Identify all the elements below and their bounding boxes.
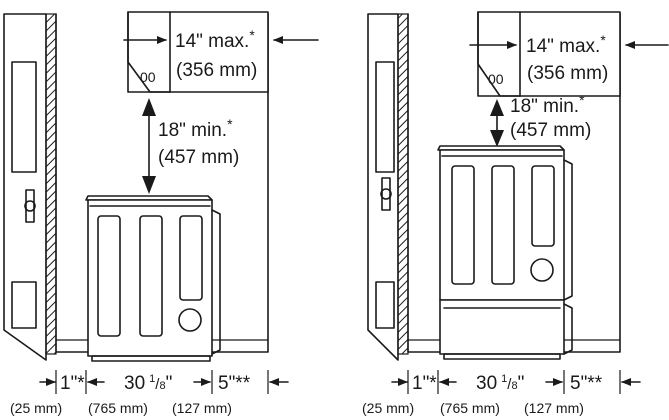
- right-overhead-clearance-mm: (457 mm): [510, 120, 591, 141]
- right-dryer: [437, 145, 573, 301]
- right-top-clearance: 14" max.*: [526, 32, 606, 57]
- right-panel-slot-lower: [375, 281, 395, 329]
- left-door-knob-icon: [24, 189, 36, 223]
- left-rear-gap: 5"**: [218, 373, 251, 394]
- left-top-clearance-mm: (356 mm): [176, 60, 257, 81]
- left-panel-slot-upper: [11, 61, 37, 173]
- left-width-mm: (765 mm): [88, 400, 148, 416]
- left-panel-slot-lower: [11, 281, 37, 329]
- left-overhead-arrow-down: [142, 176, 156, 194]
- left-dryer: [85, 195, 221, 362]
- right-side-gap: 1"*: [412, 373, 437, 394]
- left-side-gap: 1"*: [60, 373, 85, 394]
- right-top-clearance-mm: (356 mm): [527, 63, 608, 84]
- left-overhead-clearance: 18" min.*: [158, 116, 233, 141]
- right-overhead-clearance: 18" min.*: [510, 92, 585, 117]
- right-side-gap-mm: (25 mm): [362, 400, 414, 416]
- left-wall-hatch: [45, 13, 57, 355]
- right-diagram: 00 14" max.* (356 mm) 18" min.* (457 mm): [367, 11, 669, 361]
- right-rear-gap: 5"**: [570, 373, 603, 394]
- left-top-clearance: 14" max.*: [175, 27, 255, 52]
- right-cabinet-mark: 00: [488, 71, 504, 87]
- left-dryer-knob-icon: [178, 308, 202, 332]
- left-overhead-arrow-up: [142, 98, 156, 116]
- right-overhead-arrow-up: [490, 99, 504, 116]
- left-side-panel: [3, 13, 47, 361]
- right-door-knob-icon: [380, 177, 392, 211]
- right-rear-gap-mm: (127 mm): [524, 400, 584, 416]
- right-upper-cabinet: [477, 11, 621, 97]
- right-pedestal: [439, 299, 573, 360]
- right-panel-slot-upper: [375, 61, 395, 173]
- left-diagram: 00 14" max.* (356 mm) 18" min.* (457 mm): [3, 11, 319, 362]
- left-overhead-clearance-mm: (457 mm): [158, 147, 239, 168]
- right-overhead-arrow-down: [490, 130, 504, 147]
- left-side-gap-mm: (25 mm): [10, 400, 62, 416]
- right-width-mm: (765 mm): [440, 400, 500, 416]
- left-rear-gap-mm: (127 mm): [172, 400, 232, 416]
- left-cabinet-mark: 00: [140, 69, 156, 85]
- left-upper-cabinet: [127, 11, 269, 93]
- right-wall-hatch: [397, 13, 409, 355]
- right-dryer-knob-icon: [530, 258, 554, 282]
